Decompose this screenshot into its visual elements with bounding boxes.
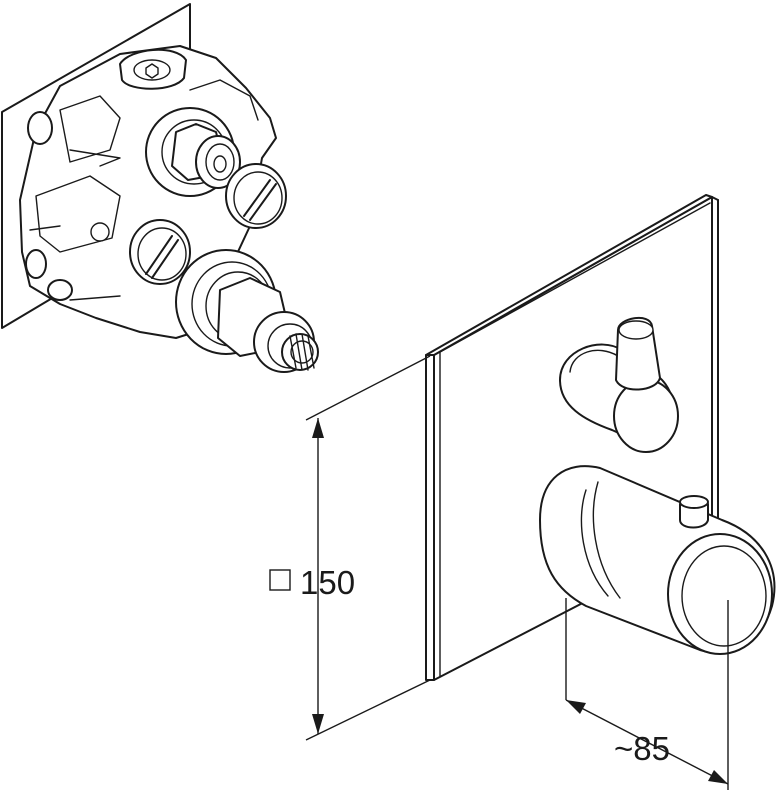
thermostat-knob	[539, 465, 776, 655]
diverter-handle	[559, 316, 679, 453]
housing-rib	[59, 95, 121, 163]
cover-plate-side	[425, 354, 435, 681]
side-screw-top	[27, 111, 53, 145]
slotted-screw-right	[225, 163, 287, 229]
concealed-valve-body	[1, 3, 319, 373]
arrow-up-icon	[312, 418, 324, 438]
arrow-left-icon	[566, 700, 586, 714]
depth-dimension: ~85	[565, 598, 729, 790]
knob-face-inner	[681, 545, 767, 647]
bolt-head	[90, 222, 110, 242]
upper-port	[145, 107, 241, 197]
side-screw-bottom	[25, 249, 47, 279]
diverter-face	[613, 379, 679, 453]
depth-value: ~85	[614, 730, 670, 767]
arrow-down-icon	[312, 714, 324, 734]
side-screw-nut	[47, 279, 73, 301]
hex-key-icon	[145, 63, 159, 79]
cartridge-spindle	[175, 249, 319, 373]
height-value: 150	[300, 564, 355, 601]
arrow-right-icon	[708, 770, 728, 784]
safety-button	[679, 503, 709, 529]
square-symbol-icon	[269, 569, 291, 591]
slotted-screw-left	[129, 219, 191, 285]
hex-socket-icon	[133, 59, 171, 81]
housing-rib-lower	[35, 175, 121, 253]
height-dimension: 150	[269, 355, 431, 741]
